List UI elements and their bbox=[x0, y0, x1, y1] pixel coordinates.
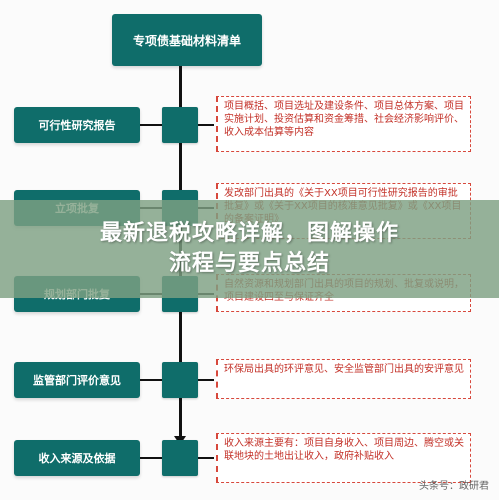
banner-title-line-1: 最新退税攻略详解，图解操作 bbox=[99, 221, 399, 246]
title-banner-overlay: 最新退税攻略详解，图解操作 流程与要点总结 bbox=[0, 200, 499, 298]
connector-line bbox=[198, 124, 214, 126]
connector-line bbox=[198, 379, 214, 381]
watermark-text: 头条号：政研君 bbox=[419, 481, 489, 492]
step-description-revenue: 收入来源主要有：项目自身收入、项目周边、腾空或关联地块的土地出让收入，政府补贴收… bbox=[216, 433, 471, 483]
step-node-square bbox=[162, 362, 198, 398]
step-box-revenue: 收入来源及依据 bbox=[14, 440, 140, 476]
connector-line bbox=[140, 124, 162, 126]
step-description-supervision: 环保局出具的环评意见、安全监管部门出具的安评意见 bbox=[216, 359, 471, 399]
step-node-square bbox=[162, 440, 198, 476]
connector-line bbox=[198, 457, 214, 459]
connector-line bbox=[140, 457, 162, 459]
step-description-feasibility: 项目概括、项目选址及建设条件、项目总体方案、项目实施计划、投资估算和资金筹措、社… bbox=[216, 96, 471, 152]
diagram-title-box: 专项债基础材料清单 bbox=[112, 14, 262, 66]
step-box-supervision: 监管部门评价意见 bbox=[14, 362, 140, 398]
step-node-square bbox=[162, 107, 198, 143]
connector-line bbox=[140, 379, 162, 381]
banner-title-line-2: 流程与要点总结 bbox=[168, 251, 330, 276]
step-box-feasibility-report: 可行性研究报告 bbox=[14, 107, 140, 143]
